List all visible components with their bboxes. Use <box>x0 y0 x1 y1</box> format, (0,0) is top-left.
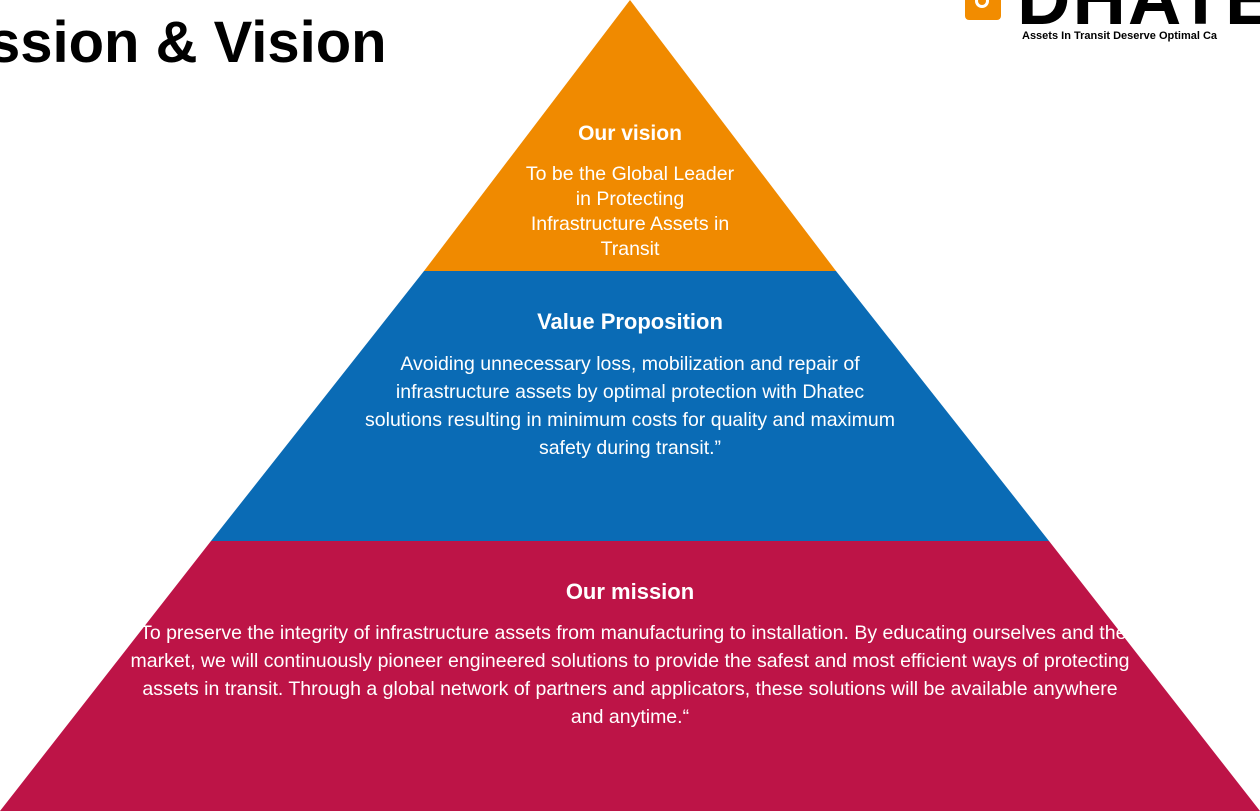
vision-heading: Our vision <box>578 122 682 145</box>
logo-tagline: Assets In Transit Deserve Optimal Ca <box>1022 30 1218 42</box>
logo-wordmark: DHATE <box>1017 0 1260 36</box>
company-logo: DHATE <box>965 0 1260 40</box>
pyramid-tier-value <box>211 271 1049 541</box>
pyramid-tier-mission <box>0 541 1260 811</box>
pyramid-tier-vision <box>424 0 836 271</box>
value-proposition-heading: Value Proposition <box>537 309 723 334</box>
page-title: ssion & Vision <box>0 10 387 75</box>
value-proposition-block: Value Proposition Avoiding unnecessary l… <box>320 308 940 462</box>
mission-block: Our mission “To preserve the integrity o… <box>130 578 1130 731</box>
mission-heading: Our mission <box>565 579 695 604</box>
vision-text: To be the Global Leader in Protecting In… <box>525 163 735 260</box>
logo-mark-icon <box>965 0 1001 20</box>
value-proposition-text: Avoiding unnecessary loss, mobilization … <box>365 353 895 459</box>
vision-block: Our vision To be the Global Leader in Pr… <box>420 120 840 262</box>
mission-text: “To preserve the integrity of infrastruc… <box>130 622 1130 728</box>
